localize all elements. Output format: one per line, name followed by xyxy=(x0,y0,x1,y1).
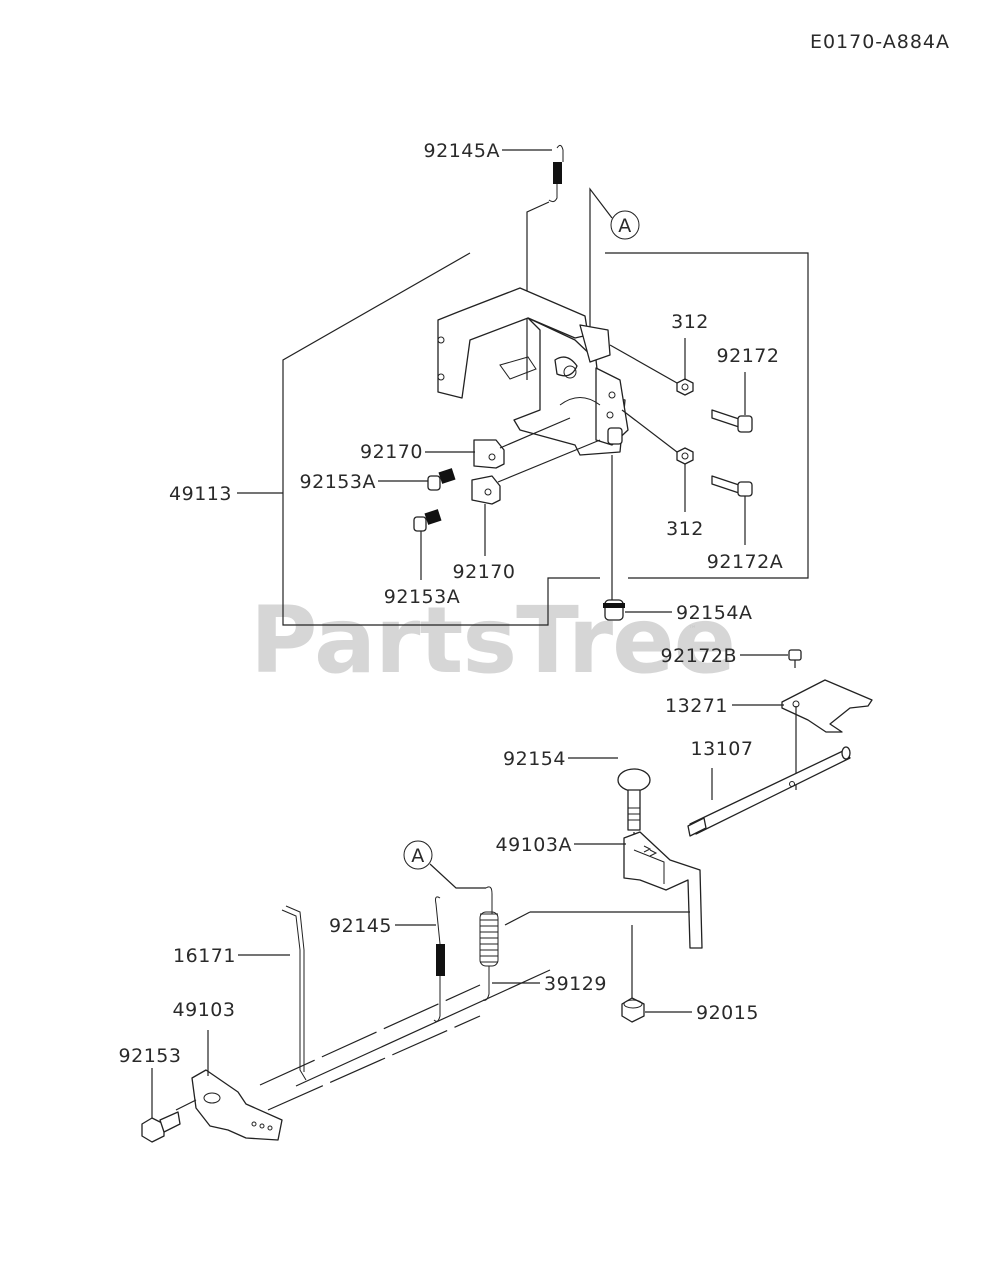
spring-92145-part xyxy=(433,896,445,1022)
callout-a-top: A xyxy=(589,187,640,330)
screw-92172B xyxy=(788,649,802,668)
nut-312-upper xyxy=(609,344,694,396)
spring-92145A-part xyxy=(526,144,564,380)
label-92154: 92154 xyxy=(503,748,566,770)
part-labels: 92145A 312 92172 92170 92153A 49113 312 … xyxy=(119,140,783,1067)
diagram-code: E0170-A884A xyxy=(810,31,950,53)
leader-lines xyxy=(151,149,788,1118)
label-16171: 16171 xyxy=(173,945,236,967)
callout-a-bottom: A xyxy=(403,840,486,889)
label-92153: 92153 xyxy=(119,1045,182,1067)
clip-92170-upper xyxy=(473,417,571,469)
label-312-upper: 312 xyxy=(671,311,709,333)
label-92145A: 92145A xyxy=(424,140,500,162)
label-312-lower: 312 xyxy=(666,518,704,540)
group-bracket-49113 xyxy=(237,252,809,626)
label-92170-upper: 92170 xyxy=(360,441,423,463)
callout-a-bottom-letter: A xyxy=(411,845,425,867)
bolt-92153 xyxy=(141,1111,181,1143)
watermark: PartsTree xyxy=(250,587,735,694)
label-92153A-lower: 92153A xyxy=(384,586,460,608)
label-13271: 13271 xyxy=(665,695,728,717)
bolt-92172A xyxy=(711,475,753,497)
label-49103A: 49103A xyxy=(496,834,572,856)
label-92154A: 92154A xyxy=(676,602,752,624)
nut-92015 xyxy=(621,925,645,1023)
watermark-trademark: ™ xyxy=(688,625,697,635)
callout-a-top-circle xyxy=(610,210,640,240)
label-92172: 92172 xyxy=(717,345,780,367)
rod-16171 xyxy=(281,905,307,1081)
lever-49103A xyxy=(623,831,703,949)
link-shaft xyxy=(259,969,551,1111)
control-bracket-part xyxy=(437,287,629,456)
label-92172A: 92172A xyxy=(707,551,783,573)
screw-92153A-lower xyxy=(413,509,442,532)
label-39129: 39129 xyxy=(544,973,607,995)
label-49103: 49103 xyxy=(173,999,236,1021)
label-92153A-upper: 92153A xyxy=(300,471,376,493)
callout-a-bottom-circle xyxy=(403,840,433,870)
shaft-13107 xyxy=(687,746,851,837)
bolt-92172 xyxy=(711,409,753,433)
nut-312-lower xyxy=(621,409,694,465)
label-49113: 49113 xyxy=(169,483,232,505)
label-92170-lower: 92170 xyxy=(453,561,516,583)
spring-39129-part xyxy=(479,886,690,1001)
label-92145: 92145 xyxy=(329,915,392,937)
lever-49103 xyxy=(175,1069,283,1141)
label-92172B: 92172B xyxy=(661,645,737,667)
label-92015: 92015 xyxy=(696,1002,759,1024)
clip-92170-lower xyxy=(471,439,601,505)
bolt-92154A xyxy=(603,455,625,621)
label-13107: 13107 xyxy=(691,738,754,760)
callout-a-top-letter: A xyxy=(618,215,632,237)
bolt-92154 xyxy=(617,768,651,860)
screw-92153A-upper xyxy=(427,468,456,491)
